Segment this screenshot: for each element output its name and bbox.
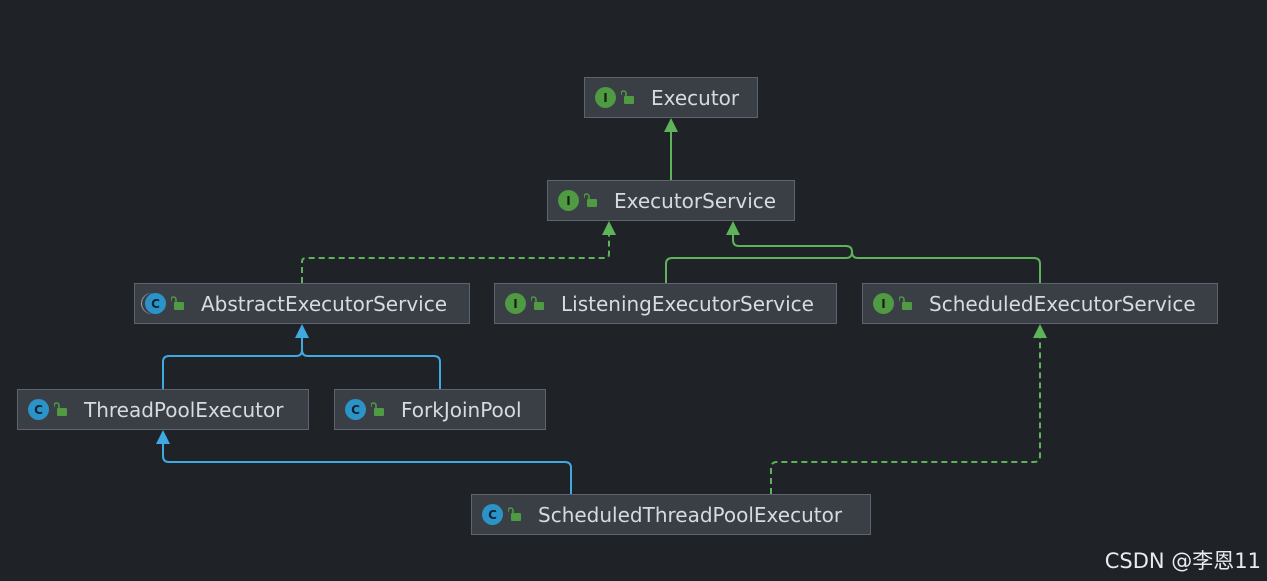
lock-open-icon — [531, 296, 544, 310]
edge-threadpoolexecutor-abstractexecutorservice — [162, 338, 303, 389]
arrowhead-threadpoolexecutor — [156, 430, 170, 444]
node-label: ListeningExecutorService — [561, 292, 814, 316]
interface-icon: I — [873, 293, 894, 314]
node-label: ForkJoinPool — [401, 398, 522, 422]
arrowhead-executor — [664, 118, 678, 132]
node-executor[interactable]: I Executor — [584, 77, 758, 118]
interface-icon: I — [595, 87, 616, 108]
class-icon: C — [482, 504, 503, 525]
edge-scheduledexecutorservice-executorservice — [851, 251, 1041, 283]
lock-open-icon — [54, 402, 67, 416]
node-scheduled-executor-service[interactable]: I ScheduledExecutorService — [862, 283, 1218, 324]
node-listening-executor-service[interactable]: I ListeningExecutorService — [494, 283, 837, 324]
node-fork-join-pool[interactable]: C ForkJoinPool — [334, 389, 546, 430]
edge-scheduledthreadpoolexecutor-scheduledexecutorservice — [770, 338, 1041, 494]
arrowhead-executorservice-right — [726, 221, 740, 235]
node-label: ExecutorService — [614, 189, 777, 213]
edge-listeningexecutorservice-executorservice — [665, 234, 854, 283]
lock-open-icon — [508, 507, 521, 521]
node-label: ScheduledExecutorService — [929, 292, 1196, 316]
node-scheduled-thread-pool-executor[interactable]: C ScheduledThreadPoolExecutor — [471, 494, 871, 535]
class-icon: C — [28, 399, 49, 420]
edge-forkjoinpool-abstractexecutorservice — [301, 349, 441, 389]
abstract-class-icon: C — [145, 293, 166, 314]
arrowhead-executorservice-left — [602, 221, 616, 235]
edge-scheduledthreadpoolexecutor-threadpoolexecutor — [162, 444, 572, 494]
interface-icon: I — [558, 190, 579, 211]
arrowhead-abstractexecutorservice — [295, 324, 309, 338]
lock-open-icon — [584, 193, 597, 207]
node-abstract-executor-service[interactable]: C AbstractExecutorService — [134, 283, 470, 324]
lock-open-icon — [899, 296, 912, 310]
node-label: Executor — [651, 86, 740, 110]
lock-open-icon — [371, 402, 384, 416]
interface-icon: I — [505, 293, 526, 314]
node-label: ScheduledThreadPoolExecutor — [538, 503, 843, 527]
edge-abstractexecutorservice-executorservice — [301, 234, 610, 283]
arrowhead-scheduledexecutorservice — [1033, 324, 1047, 338]
watermark-text: CSDN @李恩11 — [1104, 549, 1261, 573]
node-executor-service[interactable]: I ExecutorService — [547, 180, 795, 221]
node-thread-pool-executor[interactable]: C ThreadPoolExecutor — [17, 389, 309, 430]
lock-open-icon — [171, 296, 184, 310]
lock-open-icon — [621, 90, 634, 104]
node-label: AbstractExecutorService — [201, 292, 448, 316]
node-label: ThreadPoolExecutor — [84, 398, 284, 422]
class-icon: C — [345, 399, 366, 420]
